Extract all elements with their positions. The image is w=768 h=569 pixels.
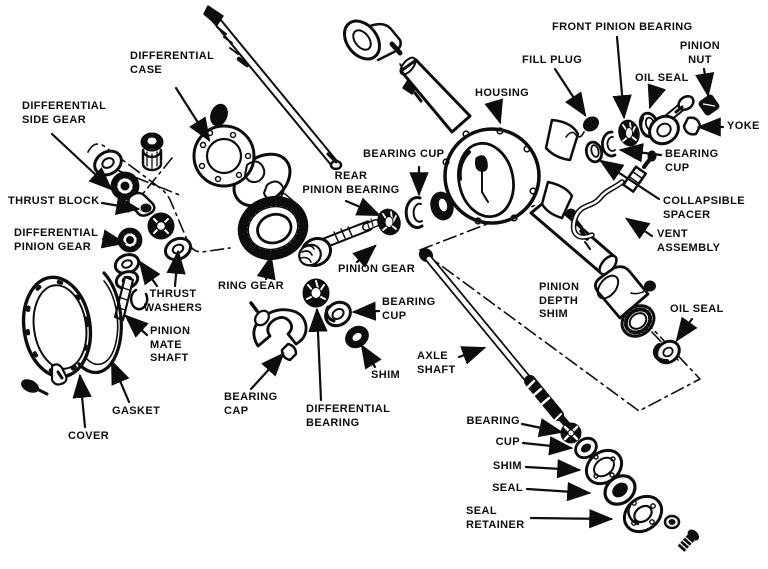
cover-drawing <box>21 275 93 396</box>
leader-arrow-differential-pinion-gear <box>100 229 127 249</box>
ring-gear-drawing <box>237 195 309 261</box>
leader-arrow-axle-shaft <box>457 346 487 365</box>
pinion-gear-drawing <box>298 218 380 268</box>
yoke-drawing <box>648 95 702 146</box>
part-label-bearing-cup-top: BEARING CUP <box>363 148 445 160</box>
leader-arrow-shim-left <box>360 343 382 370</box>
leader-arrow-rear-pinion-bearing <box>344 197 382 217</box>
leader-arrow-bearing-cap <box>249 352 285 391</box>
leader-arrow-pinion-nut <box>695 67 715 98</box>
leader-arrow-pinion-mate-shaft <box>124 314 149 338</box>
part-label-fill-plug: FILL PLUG <box>522 54 583 66</box>
differential-bearing-drawing <box>302 278 369 349</box>
part-label-ring-gear: RING GEAR <box>218 280 284 292</box>
leader-arrow-seal-rear <box>525 481 592 502</box>
leader-arrow-cup-rear <box>521 436 574 456</box>
leader-arrow-vent-assembly <box>624 217 654 240</box>
leader-arrow-thrust-washers <box>138 260 161 288</box>
leader-arrow-thrust-block <box>100 195 141 215</box>
part-label-front-pinion-bearing: FRONT PINION BEARING <box>552 21 693 33</box>
leader-arrow-differential-bearing <box>308 307 328 402</box>
part-label-pinion-gear: PINION GEAR <box>338 263 416 275</box>
leader-arrow-bearing-cup-left <box>351 301 381 321</box>
leader-arrow-fill-plug <box>553 67 587 118</box>
pinion-nut-drawing <box>698 94 720 116</box>
collapsible-spacer-drawing <box>584 140 604 164</box>
leader-arrow-gasket <box>110 359 131 404</box>
leader-arrow-collapsible-spacer <box>598 159 661 201</box>
leader-arrow-thrust-washers <box>166 249 186 288</box>
leader-arrow-cover <box>72 373 92 429</box>
leader-arrow-bearing-rear <box>520 418 564 438</box>
gasket-drawing <box>77 271 123 375</box>
part-label-housing: HOUSING <box>475 87 530 99</box>
differential-gears-cluster-drawing <box>93 132 193 322</box>
leader-arrow-differential-side-gear <box>50 132 113 191</box>
upper-axle-shaft-drawing <box>203 5 343 171</box>
leader-arrow-pinion-gear <box>352 244 377 268</box>
part-label-shim-left: SHIM <box>371 369 401 381</box>
housing-drawing <box>399 56 618 276</box>
leader-arrow-shim-rear <box>524 459 582 479</box>
leader-arrow-seal-retainer <box>529 509 614 529</box>
rear-pinion-bearing-drawing <box>377 208 401 236</box>
pinion-retainer-assembly-drawing <box>594 265 681 365</box>
leader-arrow-differential-case <box>174 86 211 143</box>
part-label-bearing-rear: BEARING <box>466 415 520 427</box>
part-label-cover: COVER <box>68 430 110 442</box>
leader-arrow-housing <box>484 98 504 125</box>
part-label-gasket: GASKET <box>112 405 161 417</box>
leader-arrow-bearing-cup-right <box>618 143 663 163</box>
part-label-shim-rear: SHIM <box>492 460 522 472</box>
pinion-bearing-cups-drawing <box>404 191 454 229</box>
part-label-thrust-block: THRUST BLOCK <box>8 195 100 207</box>
flange-piece-drawing <box>342 19 423 103</box>
leader-arrow-oil-seal-right <box>675 316 698 342</box>
leader-arrow-ring-gear <box>256 254 276 281</box>
part-label-cup-rear: CUP <box>495 436 520 448</box>
part-label-oil-seal-top: OIL SEAL <box>635 72 689 84</box>
part-label-oil-seal-right: OIL SEAL <box>670 303 724 315</box>
fill-plug-drawing <box>565 116 600 138</box>
leader-arrow-front-pinion-bearing <box>612 35 632 120</box>
part-label-yoke: YOKE <box>727 120 760 132</box>
part-label-seal-rear: SEAL <box>492 482 523 494</box>
leader-arrow-oil-seal-top <box>647 83 667 110</box>
rear-bearing-series-drawing <box>560 422 700 552</box>
bearing-cap-drawing <box>249 301 308 362</box>
front-bearing-cup-drawing <box>601 130 617 158</box>
